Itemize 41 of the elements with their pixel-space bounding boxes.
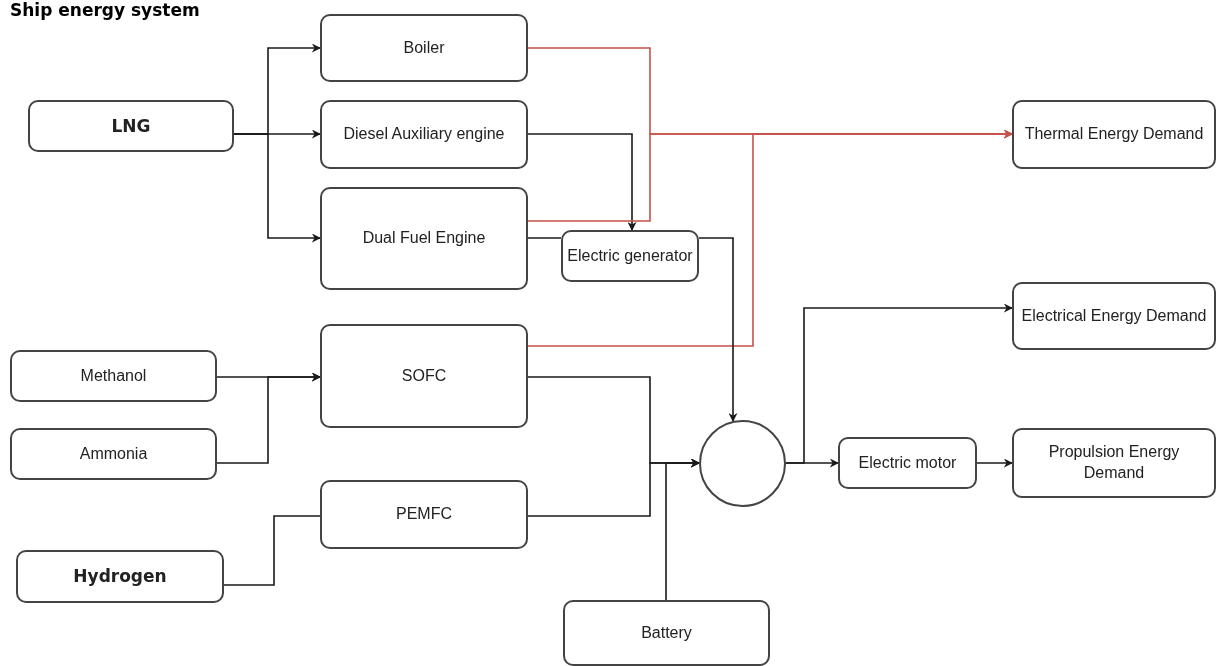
arrow xyxy=(216,372,321,464)
arrow xyxy=(976,458,1013,468)
process-box xyxy=(561,230,699,282)
process-box xyxy=(1012,100,1216,169)
box-label: Electric generator xyxy=(567,245,693,266)
process-box xyxy=(1012,282,1216,350)
box-label: Diesel Auxiliary engine xyxy=(343,124,505,145)
process-box xyxy=(563,600,770,666)
process-box xyxy=(320,100,528,169)
process-box xyxy=(28,100,234,152)
process-box xyxy=(1012,428,1216,498)
box-label: SOFC xyxy=(401,365,447,386)
process-box xyxy=(16,550,224,603)
box-label: Boiler xyxy=(403,37,445,58)
process-box xyxy=(10,350,217,402)
box-label: Thermal Energy Demand xyxy=(1024,124,1204,145)
box-label: Battery xyxy=(641,622,692,643)
box-label: Electric motor xyxy=(858,452,957,473)
connector-line xyxy=(223,515,321,586)
arrow xyxy=(527,129,1013,347)
box-label: Electrical Energy Demand xyxy=(1021,305,1207,326)
box-label: Ammonia xyxy=(79,443,148,464)
process-box xyxy=(10,428,217,480)
diagram-title: Ship energy system xyxy=(10,0,200,20)
box-label: Dual Fuel Engine xyxy=(362,228,486,249)
process-box xyxy=(320,187,528,290)
arrow xyxy=(233,133,321,243)
connector-line xyxy=(527,237,562,239)
process-box xyxy=(838,437,977,489)
process-box xyxy=(320,14,528,82)
box-label: Methanol xyxy=(80,365,147,386)
box-label: PEMFC xyxy=(396,504,452,525)
process-box xyxy=(320,480,528,549)
box-label: Propulsion Energy Demand xyxy=(1047,442,1181,483)
process-box xyxy=(320,324,528,428)
arrow xyxy=(698,237,738,422)
box-label: LNG xyxy=(111,114,151,138)
box-label: Hydrogen xyxy=(73,565,167,588)
arrow xyxy=(527,133,637,231)
arrow xyxy=(785,458,839,468)
arrow xyxy=(665,458,700,601)
